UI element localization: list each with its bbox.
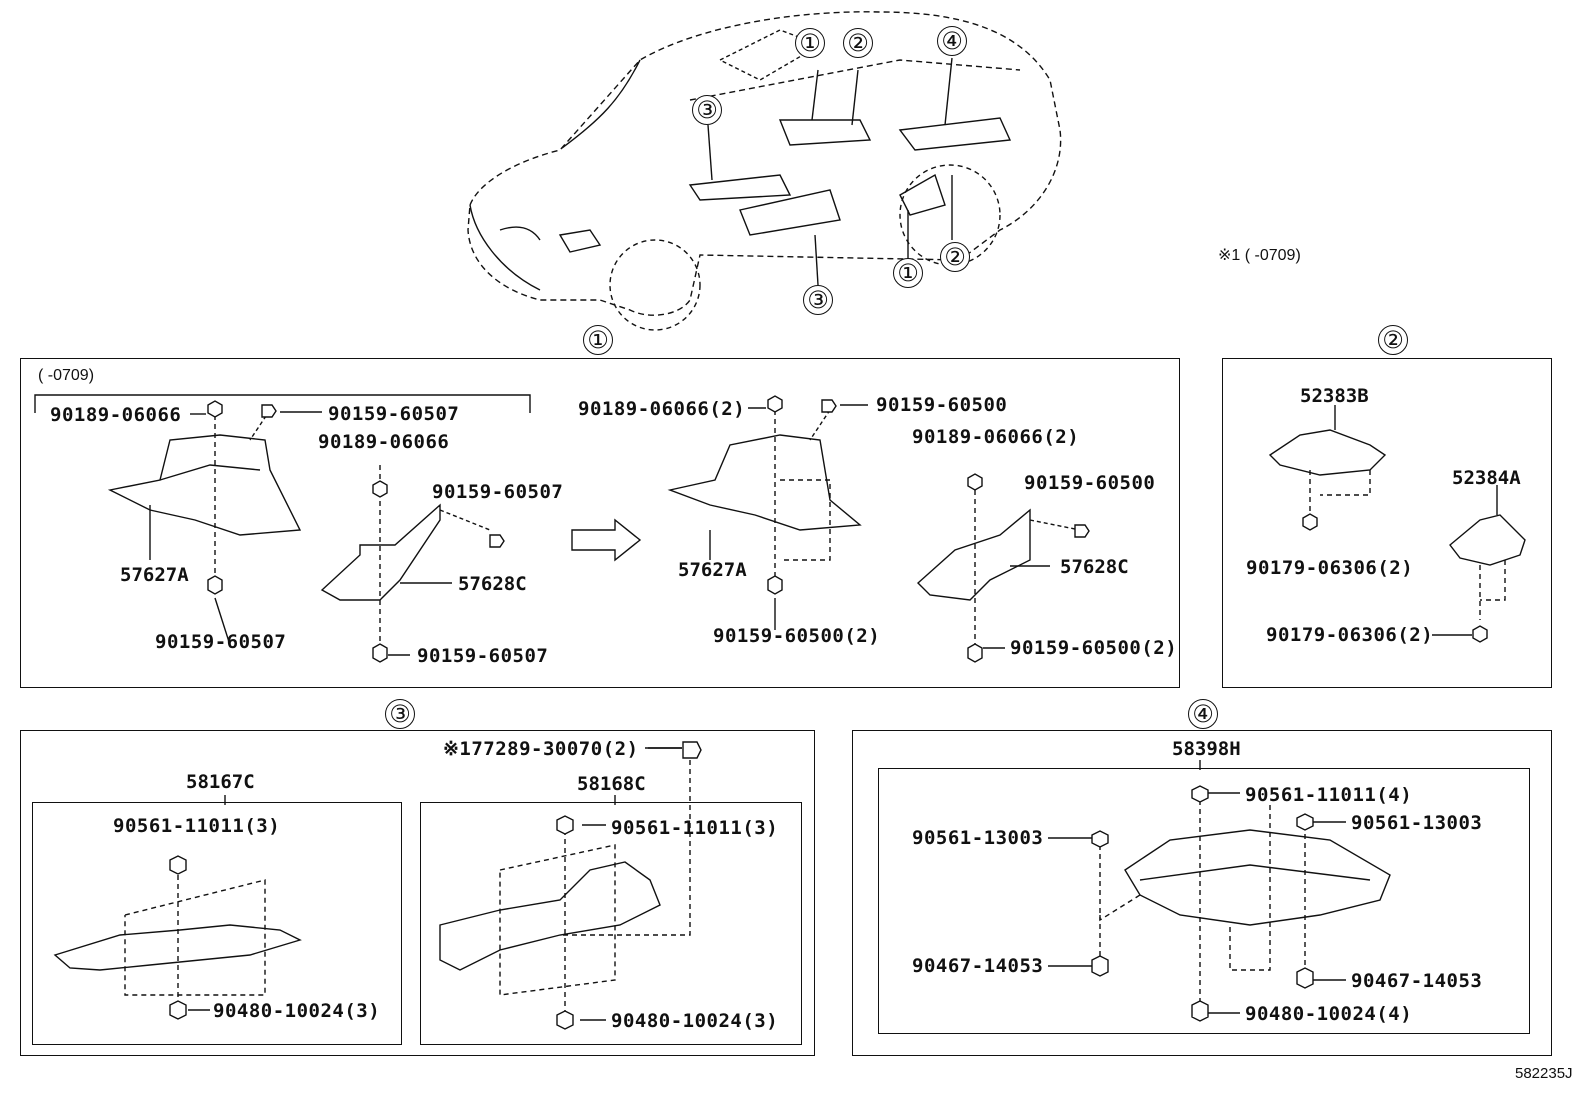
part-name-label: 57627A (678, 559, 747, 581)
section-1-marker: ① (583, 325, 613, 355)
part-number-label: 90189-06066 (50, 404, 182, 426)
part-number-label: 90561-11011(3) (113, 815, 281, 837)
overview-callout-4: ④ (937, 26, 967, 56)
part-number-label: 90159-60507 (328, 403, 460, 425)
part-number-label: 90480-10024(3) (611, 1010, 779, 1032)
section-3-marker: ③ (385, 699, 415, 729)
section-2-artwork (1268, 405, 1526, 636)
section-2-marker: ② (1378, 325, 1408, 355)
part-number-label: 90189-06066 (318, 431, 450, 453)
car-overview (467, 11, 1062, 331)
part-name-label: 52384A (1452, 467, 1521, 489)
part-number-label: 90159-60500 (876, 394, 1008, 416)
section-2-frame (1222, 358, 1552, 688)
section-1-early-note: ( -0709) (38, 367, 95, 384)
part-name-label: 58168C (577, 773, 646, 795)
part-number-label: 90561-13003 (912, 827, 1044, 849)
overview-callout-2: ② (843, 28, 873, 58)
part-number-label: 90561-11011(3) (611, 817, 779, 839)
part-number-label: 90561-13003 (1351, 812, 1483, 834)
section-3-artwork (53, 747, 691, 1015)
fastener-icons (169, 395, 1488, 1030)
section-3-frame (20, 730, 815, 1056)
part-number-label: 90480-10024(3) (213, 1000, 381, 1022)
applicability-note: ※1 ( -0709) (1218, 247, 1301, 264)
part-name-label: 57628C (1060, 556, 1129, 578)
part-number-label: 90159-60507 (417, 645, 549, 667)
section-4-artwork (1048, 760, 1391, 1014)
part-number-label: 90159-60507 (432, 481, 564, 503)
section-4-inner-frame (878, 768, 1530, 1034)
part-name-label: 58167C (186, 771, 255, 793)
section-1-artwork (34, 394, 1081, 650)
diagram-code: 582235J (1515, 1065, 1573, 1082)
part-number-label: 90189-06066(2) (578, 398, 746, 420)
part-number-label: 90179-06306(2) (1246, 557, 1414, 579)
overview-callout-3: ③ (692, 95, 722, 125)
part-number-label: 90159-60500 (1024, 472, 1156, 494)
section-3-right-frame (420, 802, 802, 1045)
part-number-label: 90179-06306(2) (1266, 624, 1434, 646)
part-name-label: 57627A (120, 564, 189, 586)
section-1-frame (20, 358, 1180, 688)
leader-lines (149, 404, 1050, 1021)
overview-callout-2b: ② (940, 242, 970, 272)
part-number-label: 90561-11011(4) (1245, 784, 1413, 806)
part-number-label: ※177289-30070(2) (443, 738, 639, 760)
section-4-marker: ④ (1188, 699, 1218, 729)
part-number-label: 90467-14053 (1351, 970, 1483, 992)
part-name-label: 52383B (1300, 385, 1369, 407)
part-number-label: 90189-06066(2) (912, 426, 1080, 448)
part-number-label: 90159-60500(2) (1010, 637, 1178, 659)
part-number-label: 90467-14053 (912, 955, 1044, 977)
section-3-left-frame (32, 802, 402, 1045)
part-number-label: 90159-60507 (155, 631, 287, 653)
part-name-label: 58398H (1172, 738, 1241, 760)
section-4-frame (852, 730, 1552, 1056)
overview-callout-1: ① (795, 28, 825, 58)
part-number-label: 90159-60500(2) (713, 625, 881, 647)
overview-callout-3b: ③ (803, 285, 833, 315)
part-number-label: 90480-10024(4) (1245, 1003, 1413, 1025)
overview-callout-1b: ① (893, 258, 923, 288)
part-name-label: 57628C (458, 573, 527, 595)
